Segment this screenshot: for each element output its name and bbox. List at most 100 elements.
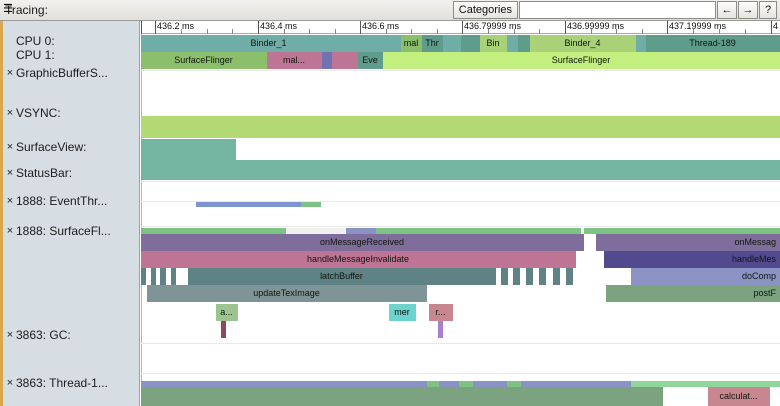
trace-slice[interactable]: [507, 381, 521, 387]
close-icon[interactable]: ×: [6, 225, 14, 237]
trace-slice[interactable]: updateTexImage: [147, 285, 427, 302]
trace-slice[interactable]: handleMessageInvalidate: [141, 251, 576, 268]
track-label-5[interactable]: ×StatusBar:: [4, 165, 140, 181]
trace-slice[interactable]: [526, 268, 533, 285]
trace-slice[interactable]: SurfaceFlinger: [383, 52, 780, 69]
track-label-text: VSYNC:: [16, 106, 61, 120]
trace-slice[interactable]: [584, 228, 780, 234]
trace-slice[interactable]: mer: [389, 304, 416, 321]
trace-slice[interactable]: Thr: [422, 35, 443, 52]
close-icon[interactable]: ×: [6, 329, 14, 341]
trace-slice[interactable]: Bin: [480, 35, 507, 52]
trace-slice[interactable]: [443, 35, 461, 52]
trace-slice[interactable]: [539, 268, 546, 285]
ruler-tick-label: 436.2 ms: [157, 21, 195, 31]
track-label-7[interactable]: ×1888: SurfaceFl...: [4, 223, 140, 239]
track-label-1[interactable]: CPU 1:: [4, 47, 140, 63]
track-label-4[interactable]: ×SurfaceView:: [4, 139, 140, 155]
trace-slice[interactable]: [196, 202, 301, 207]
drag-handle-icon[interactable]: ☰: [3, 3, 13, 15]
trace-slice[interactable]: [376, 228, 581, 234]
trace-slice[interactable]: mal...: [267, 52, 322, 69]
track-label-text: CPU 1:: [16, 48, 55, 62]
trace-slice[interactable]: [322, 52, 332, 69]
trace-slice[interactable]: doComp: [631, 268, 780, 285]
trace-slice[interactable]: [427, 381, 439, 387]
trace-slice[interactable]: [141, 35, 148, 52]
search-input[interactable]: [519, 1, 716, 19]
trace-slice[interactable]: onMessageReceived: [141, 234, 584, 251]
trace-slice[interactable]: [346, 228, 376, 234]
close-icon[interactable]: ×: [6, 377, 14, 389]
track-label-3[interactable]: ×VSYNC:: [4, 105, 140, 121]
trace-slice[interactable]: [631, 381, 780, 387]
trace-slice[interactable]: [438, 321, 443, 338]
trace-slice[interactable]: latchBuffer: [188, 268, 496, 285]
trace-slice[interactable]: [221, 321, 226, 338]
trace-slice[interactable]: SurfaceFlinger: [141, 52, 267, 69]
trace-slice[interactable]: [473, 381, 507, 387]
trace-slice[interactable]: Binder_1: [148, 35, 390, 52]
categories-button[interactable]: Categories: [452, 1, 518, 19]
trace-slice[interactable]: [286, 228, 346, 234]
ruler-tick-label: 4: [773, 21, 779, 31]
trace-slice[interactable]: [501, 268, 508, 285]
trace-slice[interactable]: [518, 35, 530, 52]
close-icon[interactable]: ×: [6, 167, 14, 179]
track-label-2[interactable]: ×GraphicBufferS...: [4, 65, 140, 81]
trace-slice[interactable]: [141, 228, 286, 234]
track-label-6[interactable]: ×1888: EventThr...: [4, 193, 140, 209]
trace-slice[interactable]: postF: [606, 285, 780, 302]
ruler-minor-tick: [181, 29, 182, 34]
trace-slice[interactable]: r...: [429, 304, 453, 321]
trace-slice[interactable]: [160, 268, 166, 285]
trace-slice[interactable]: [513, 268, 520, 285]
trace-slice[interactable]: Binder_4: [530, 35, 636, 52]
close-icon[interactable]: ×: [6, 67, 14, 79]
trace-slice[interactable]: [553, 268, 560, 285]
track-label-0[interactable]: CPU 0:: [4, 33, 140, 49]
trace-slice[interactable]: [301, 202, 321, 207]
ruler-minor-tick: [386, 29, 387, 34]
trace-slice[interactable]: handleMes: [604, 251, 780, 268]
trace-slice[interactable]: calculat...: [708, 387, 770, 406]
trace-slice[interactable]: [521, 381, 631, 387]
trace-slice[interactable]: [439, 381, 459, 387]
trace-slice[interactable]: [461, 35, 480, 52]
ruler-minor-tick: [539, 29, 540, 34]
track-label-9[interactable]: ×3863: Thread-1...: [4, 375, 140, 391]
trace-slice[interactable]: a...: [216, 304, 238, 321]
trace-slice[interactable]: [141, 387, 663, 406]
trace-slice[interactable]: [141, 139, 236, 160]
track-label-8[interactable]: ×3863: GC:: [4, 327, 140, 343]
trace-slice[interactable]: Eve: [358, 52, 383, 69]
trace-slice[interactable]: onMessag: [596, 234, 780, 251]
trace-slice[interactable]: [390, 35, 401, 52]
trace-slice[interactable]: [636, 35, 646, 52]
trace-slice[interactable]: Thread-189: [646, 35, 780, 52]
close-icon[interactable]: ×: [6, 195, 14, 207]
trace-slice[interactable]: [141, 268, 146, 285]
close-icon[interactable]: ×: [6, 107, 14, 119]
forward-button[interactable]: →: [738, 1, 758, 19]
ruler-minor-tick: [616, 29, 617, 34]
tracing-label: Tracing:: [5, 2, 48, 17]
ruler-major-tick: [667, 21, 668, 34]
help-button[interactable]: ?: [759, 1, 777, 19]
trace-slice[interactable]: [141, 381, 427, 387]
trace-slice[interactable]: [141, 116, 780, 138]
track-label-pane: CPU 0:CPU 1:×GraphicBufferS...×VSYNC:×Su…: [0, 21, 140, 406]
close-icon[interactable]: ×: [6, 141, 14, 153]
back-button[interactable]: ←: [717, 1, 737, 19]
trace-slice[interactable]: [151, 268, 156, 285]
trace-slice[interactable]: [171, 268, 176, 285]
trace-slice[interactable]: [459, 381, 473, 387]
trace-slice[interactable]: [141, 160, 780, 180]
trace-slice[interactable]: mal: [401, 35, 422, 52]
trace-slice[interactable]: [332, 52, 358, 69]
ruler-tick-label: 436.79999 ms: [464, 21, 522, 31]
trace-slice[interactable]: [507, 35, 518, 52]
trace-slice[interactable]: [566, 268, 573, 285]
